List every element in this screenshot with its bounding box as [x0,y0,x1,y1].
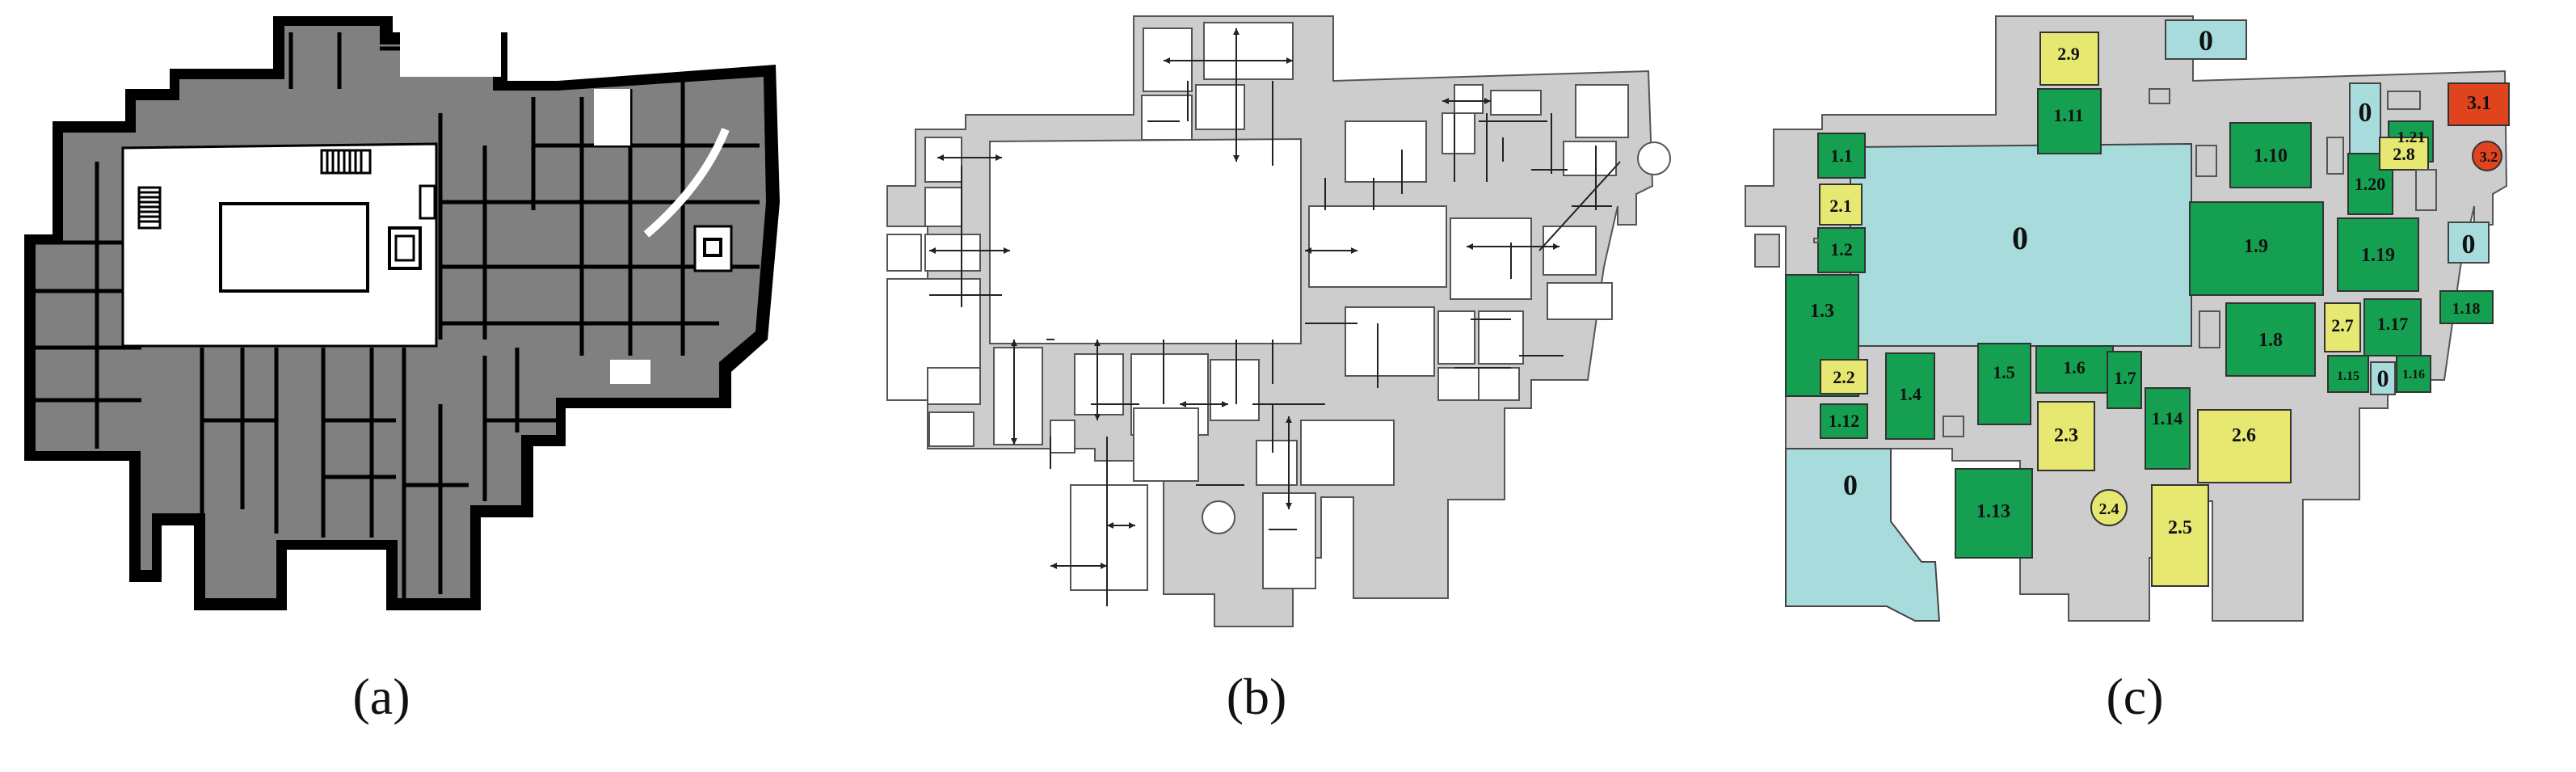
partition-walls [36,32,760,598]
white-notch-right [594,89,630,146]
label-1-11: 1.11 [2053,105,2083,125]
label-1-1: 1.1 [1830,146,1853,166]
label-1-9: 1.9 [2244,236,2268,257]
arrowheads [929,28,1559,569]
label-1-3: 1.3 [1810,301,1834,322]
courtyard [989,137,1302,344]
caption-c: (c) [2106,668,2164,725]
label-1-4: 1.4 [1899,384,1921,404]
label-2-9: 2.9 [2057,44,2080,64]
label-1-2: 1.2 [1830,239,1853,259]
label-1-12: 1.12 [1829,411,1860,431]
level-1-rooms [1785,88,2494,559]
label-0-big: 0 [2012,220,2028,256]
unclassified-rooms [1754,88,2437,437]
circulation-plan-panel-b [886,15,1671,627]
label-1-13: 1.13 [1976,501,2010,522]
label-1-10: 1.10 [2254,146,2288,167]
level-3-rooms [2448,82,2510,171]
label-1-20: 1.20 [2355,174,2386,194]
level-0-rooms [1785,19,2490,622]
label-1-19: 1.19 [2361,245,2395,266]
label-1-6: 1.6 [2063,357,2086,378]
room-labels: 2.9 0 1.11 0 1.21 3.1 1.1 0 1.10 2.8 3.2… [1810,24,2498,538]
white-room-right [610,360,650,384]
curved-corridor [643,128,730,238]
label-1-8: 1.8 [2258,330,2283,351]
label-2-4: 2.4 [2099,500,2119,518]
caption-a: (a) [352,668,410,725]
label-2-6: 2.6 [2232,425,2256,446]
caption-b: (b) [1226,668,1287,725]
well-inner [394,234,415,262]
level-2-rooms [1819,32,2429,587]
rooms [886,22,1629,591]
level-classification-panel-c: 2.9 0 1.11 0 1.21 3.1 1.1 0 1.10 2.8 3.2… [1745,15,2510,622]
label-2-7: 2.7 [2331,315,2354,335]
label-0-small: 0 [2377,365,2389,392]
label-0-nr: 0 [2359,98,2372,128]
label-1-16: 1.16 [2402,368,2425,382]
label-1-5: 1.5 [1993,362,2015,382]
courtyard-pool [219,202,369,293]
label-1-7: 1.7 [2114,368,2136,388]
lower-left-court [36,461,129,582]
label-2-2: 2.2 [1833,367,1855,387]
label-1-15: 1.15 [2337,369,2359,383]
white-notch-top [400,32,501,77]
floor-plan-panel-a [24,16,780,610]
label-1-21: 1.21 [2397,129,2426,146]
label-2-1: 2.1 [1829,196,1852,216]
entrance-circle-bottom [1202,500,1235,534]
label-2-8: 2.8 [2393,144,2415,164]
entrance-circle-right [1637,141,1671,175]
label-1-18: 1.18 [2452,300,2481,318]
label-2-3: 2.3 [2054,425,2078,446]
label-0-bl: 0 [1843,469,1858,501]
label-1-14: 1.14 [2152,408,2183,428]
stair-icon [137,149,436,230]
entrance-marker [703,238,722,257]
circulation-arrows [929,28,1621,606]
label-0-top: 0 [2199,24,2213,57]
label-3-1: 3.1 [2467,93,2491,114]
label-3-2: 3.2 [2480,149,2498,165]
label-1-17: 1.17 [2377,314,2409,334]
label-2-5: 2.5 [2168,517,2192,538]
label-0-r: 0 [2462,230,2476,259]
